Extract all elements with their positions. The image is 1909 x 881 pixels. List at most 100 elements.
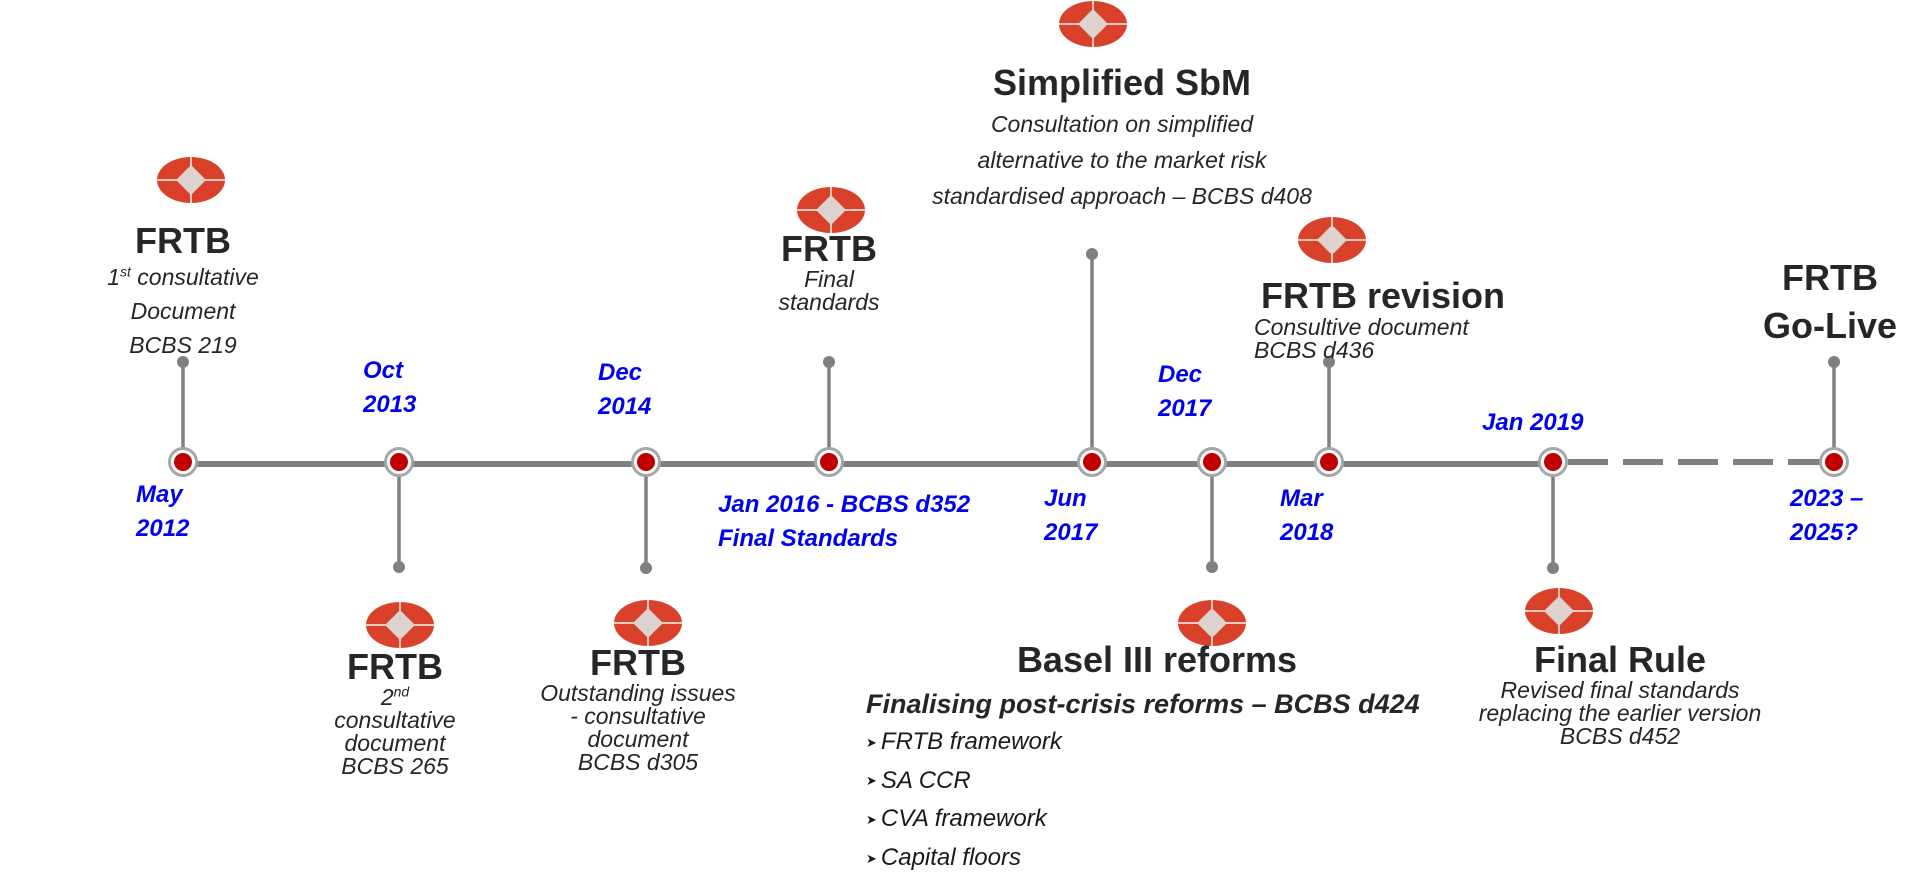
desc-line: Outstanding issues	[540, 680, 736, 706]
event-subtitle: Finalising post-crisis reforms – BCBS d4…	[866, 689, 1420, 719]
hsbc-logo-icon	[797, 187, 865, 233]
event-description: 2nd consultative document BCBS 265	[334, 684, 456, 778]
desc-line: 2nd	[334, 684, 455, 710]
date-line: Jan 2019	[1482, 409, 1584, 436]
event-title: Basel III reforms	[1016, 639, 1298, 680]
stem-end-dot	[1206, 561, 1218, 573]
desc-line: Consultation on simplified	[990, 111, 1254, 137]
date-label-dec-2017: Dec 2017	[1158, 358, 1211, 426]
stem-end-dot	[1086, 248, 1098, 260]
hsbc-logo-icon	[1298, 217, 1366, 263]
desc-line: replacing the earlier version	[1478, 700, 1762, 726]
arrowhead-bullet-icon: ➤	[866, 773, 877, 789]
event-title: FRTB	[781, 228, 877, 269]
date-line: 2018	[1280, 519, 1334, 546]
date-line: Jun	[1044, 485, 1087, 512]
hsbc-logo-icon	[1525, 588, 1593, 634]
date-label-jan-2019: Jan 2019	[1482, 406, 1583, 440]
desc-text: consultative	[130, 264, 259, 290]
event-final-rule: Final Rule Revised final standards repla…	[1479, 641, 1762, 748]
hsbc-logo-icon	[1178, 600, 1246, 646]
reform-bullet-list: ➤FRTB framework ➤SA CCR ➤CVA framework ➤…	[866, 723, 1420, 878]
date-label-mar-2018: Mar 2018	[1280, 482, 1333, 550]
arrowhead-bullet-icon: ➤	[866, 811, 877, 827]
date-line: Mar	[1280, 485, 1323, 512]
event-basel-iii-details: Finalising post-crisis reforms – BCBS d4…	[866, 688, 1420, 878]
desc-line: Consultive document	[1254, 314, 1469, 340]
date-line: Oct	[363, 357, 404, 384]
milestone-node-oct-2013	[390, 453, 408, 471]
hsbc-logo-icon	[366, 602, 434, 648]
bullet-item: ➤SA CCR	[866, 762, 1420, 801]
ordinal-number: 2	[380, 684, 394, 710]
event-frtb-outstanding-issues: FRTB Outstanding issues - consultative d…	[540, 644, 736, 774]
arrowhead-bullet-icon: ➤	[866, 734, 877, 750]
stem-end-dot	[1323, 356, 1335, 368]
milestone-node-jan-2019	[1544, 453, 1562, 471]
milestone-node-jun-2017	[1083, 453, 1101, 471]
date-line: 2014	[598, 393, 652, 420]
event-simplified-sbm: Simplified SbM Consultation on simplifie…	[932, 60, 1312, 214]
event-description: Consultive document BCBS d436	[1254, 316, 1505, 362]
milestone-node-jan-2016	[820, 453, 838, 471]
date-line: 2013	[363, 391, 417, 418]
event-description: Consultation on simplified alternative t…	[932, 106, 1312, 214]
date-label-oct-2013: Oct 2013	[363, 354, 416, 422]
desc-line: BCBS d452	[1559, 723, 1681, 749]
event-title: FRTB revision	[1261, 275, 1506, 316]
date-label-go-live: 2023 – 2025?	[1790, 482, 1863, 550]
date-line: Dec	[1158, 361, 1203, 388]
bullet-text: CVA framework	[880, 805, 1047, 833]
date-line: Final Standards	[718, 525, 899, 552]
bullet-item: ➤FRTB framework	[866, 723, 1420, 762]
milestone-node-mar-2018	[1320, 453, 1338, 471]
event-frtb-go-live: FRTB Go-Live	[1763, 254, 1897, 350]
event-title: FRTB Go-Live	[1763, 254, 1897, 350]
milestone-node-dec-2017	[1203, 453, 1221, 471]
date-line: 2025?	[1790, 519, 1859, 546]
desc-line: - consultative	[570, 703, 706, 729]
event-frtb-revision: FRTB revision Consultive document BCBS d…	[1254, 276, 1505, 362]
bullet-text: SA CCR	[880, 766, 971, 794]
date-line: 2012	[136, 515, 190, 542]
date-label-may-2012: May 2012	[136, 478, 189, 546]
stem-end-dot	[177, 356, 189, 368]
title-line: FRTB	[1782, 257, 1878, 298]
event-description: Revised final standards replacing the ea…	[1479, 679, 1762, 748]
event-title: FRTB	[135, 220, 231, 261]
event-basel-iii-title: Basel III reforms	[1017, 640, 1297, 680]
desc-line: Revised final standards	[1500, 677, 1740, 703]
date-line: May	[136, 481, 183, 508]
bullet-item: ➤CVA framework	[866, 800, 1420, 839]
stem-end-dot	[1547, 562, 1559, 574]
hsbc-logo-icon	[157, 157, 225, 203]
desc-line: document	[587, 726, 689, 752]
arrowhead-bullet-icon: ➤	[866, 850, 877, 866]
stem-end-dot	[823, 356, 835, 368]
event-frtb-final-standards: FRTB Final standards	[778, 230, 879, 314]
desc-line: standards	[778, 289, 880, 315]
desc-line: Document	[130, 298, 236, 324]
event-title: Final Rule	[1533, 639, 1707, 680]
desc-line: document	[344, 730, 446, 756]
desc-line: BCBS d305	[577, 749, 699, 775]
event-description: Final standards	[778, 268, 879, 314]
date-line: 2023 –	[1790, 485, 1864, 512]
desc-line: BCBS d436	[1254, 337, 1375, 363]
desc-line: alternative to the market risk	[977, 147, 1267, 173]
event-title: FRTB	[347, 646, 443, 687]
desc-line: consultative	[334, 707, 456, 733]
milestone-node-may-2012	[174, 453, 192, 471]
event-frtb-first-consultative: FRTB 1st consultative Document BCBS 219	[107, 222, 259, 362]
title-line: Go-Live	[1762, 305, 1898, 346]
date-line: 2017	[1044, 519, 1098, 546]
date-line: Jan 2016 - BCBS d352	[718, 491, 971, 518]
milestone-node-go-live	[1825, 453, 1843, 471]
desc-line: standardised approach – BCBS d408	[932, 183, 1312, 209]
bullet-text: Capital floors	[880, 843, 1021, 871]
event-description: 1st consultative Document BCBS 219	[107, 260, 259, 362]
ordinal-number: 1	[107, 264, 121, 290]
desc-line: 1st consultative	[107, 260, 259, 294]
